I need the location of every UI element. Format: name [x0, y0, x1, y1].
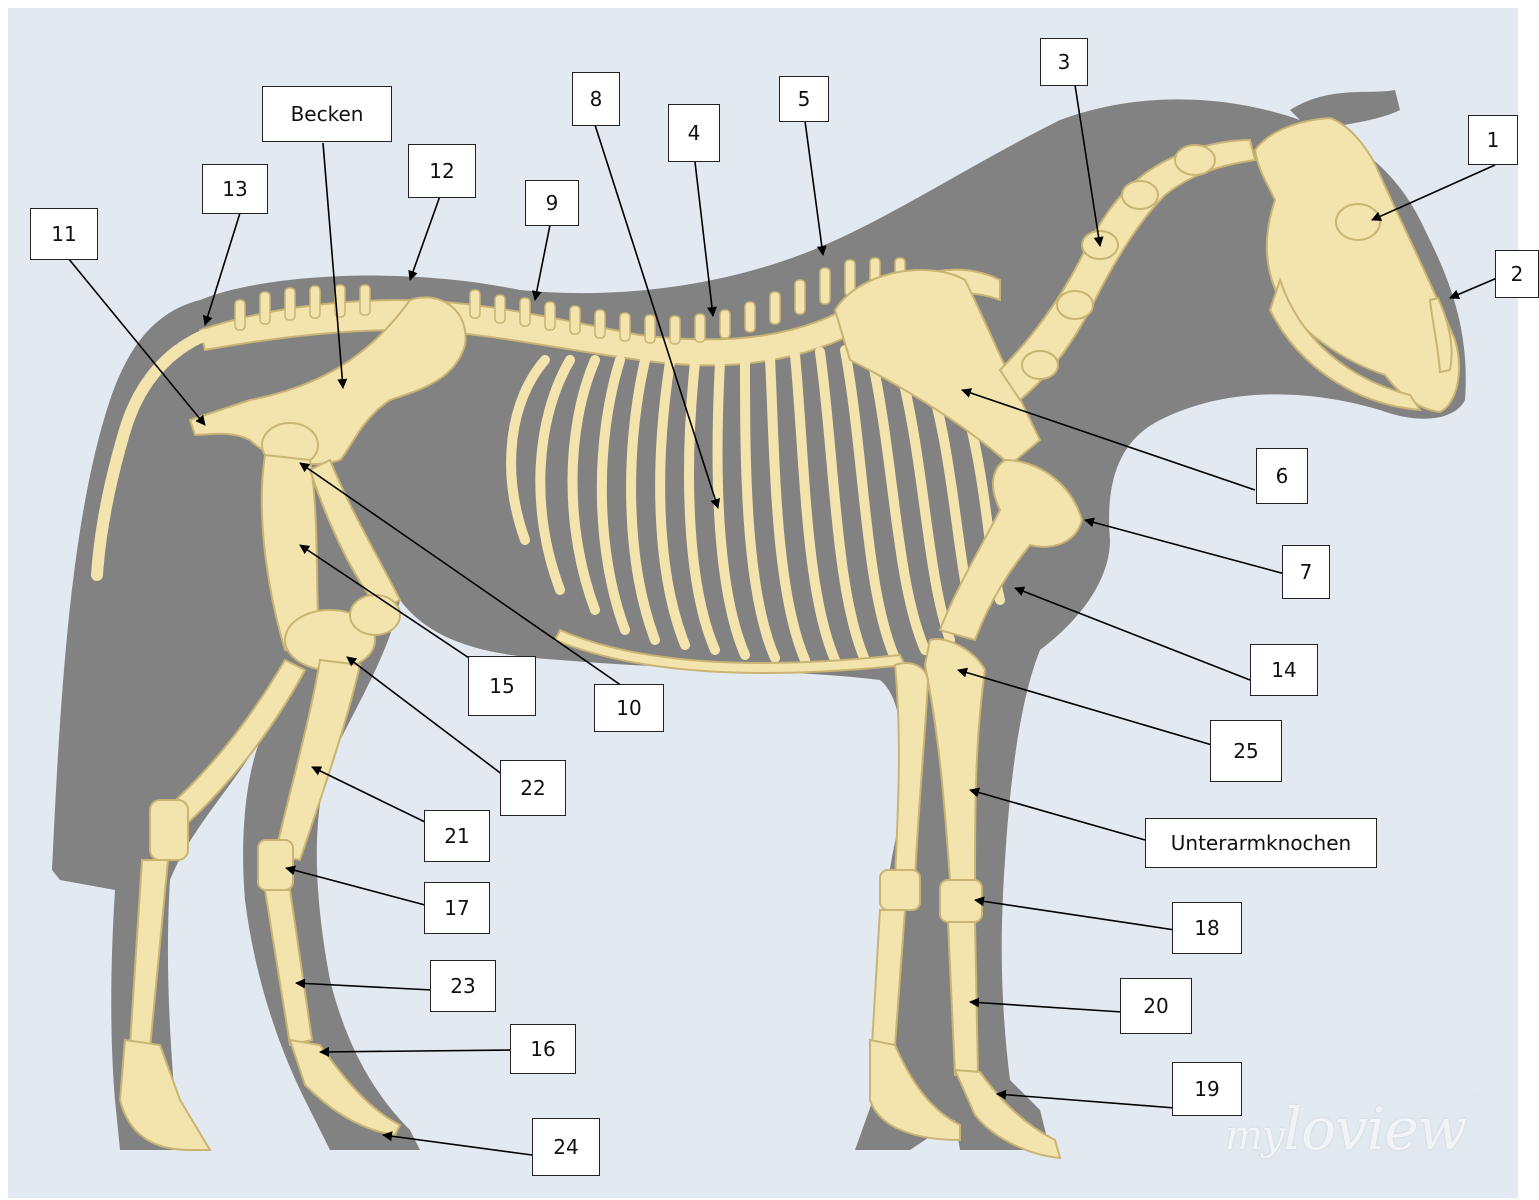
label-1: 1 [1468, 115, 1518, 165]
label-18: 18 [1172, 902, 1242, 954]
label-10: 10 [594, 684, 664, 732]
label-16: 16 [510, 1024, 576, 1074]
label-5: 5 [779, 76, 829, 122]
label-4: 4 [668, 104, 720, 162]
label-9: 9 [525, 180, 579, 226]
label-22: 22 [500, 760, 566, 816]
label-21: 21 [424, 810, 490, 862]
label-unterarmknochen: Unterarmknochen [1145, 818, 1377, 868]
label-25: 25 [1210, 720, 1282, 782]
label-20: 20 [1120, 978, 1192, 1034]
label-24: 24 [532, 1118, 600, 1176]
label-6: 6 [1256, 448, 1308, 504]
myloview-watermark: myloview™ [1225, 1095, 1475, 1163]
label-13: 13 [202, 164, 268, 214]
eye-socket [1336, 204, 1380, 240]
label-15: 15 [468, 656, 536, 716]
label-12: 12 [408, 144, 476, 198]
label-3: 3 [1040, 38, 1088, 86]
label-becken: Becken [262, 86, 392, 142]
label-7: 7 [1282, 545, 1330, 599]
label-23: 23 [430, 960, 496, 1012]
label-2: 2 [1495, 250, 1539, 298]
label-8: 8 [572, 72, 620, 126]
label-17: 17 [424, 882, 490, 934]
label-14: 14 [1250, 644, 1318, 696]
label-11: 11 [30, 208, 98, 260]
